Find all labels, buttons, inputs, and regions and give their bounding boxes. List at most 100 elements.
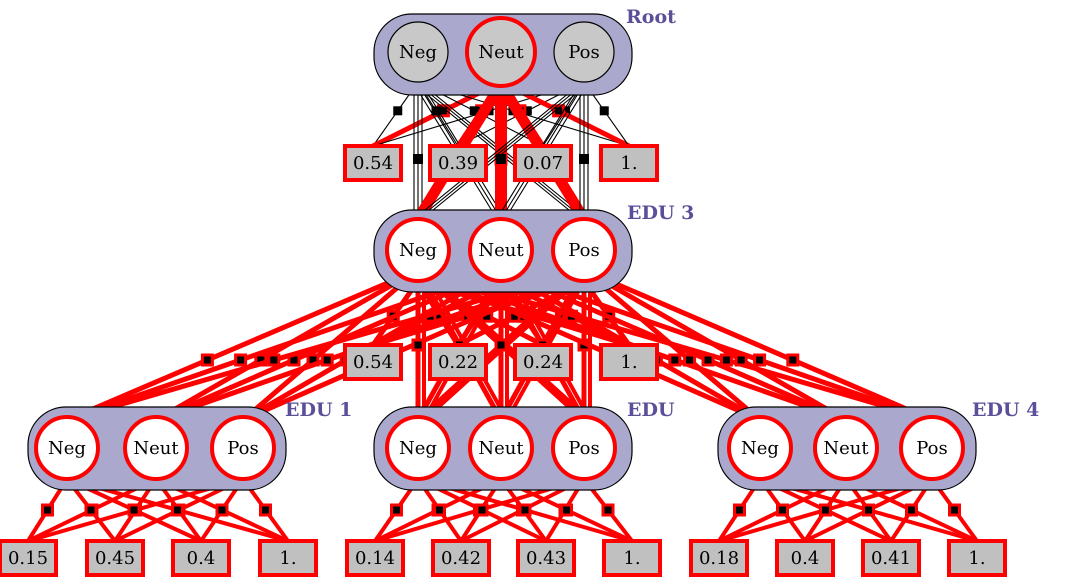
factor-edu2-0-box-3: [518, 503, 532, 517]
factor-root-2-3: [599, 106, 609, 116]
factor-value-root-1: 0.39: [438, 153, 478, 174]
factor-value-edu2-1: 0.42: [441, 548, 481, 569]
node-root-pos: [553, 21, 615, 83]
factor-edu1-0-box-3: [171, 503, 184, 517]
group-label-root: Root: [626, 6, 676, 28]
factor-root-edu3-2-0: [496, 154, 506, 164]
edge-edu3-2-edu4-1: [581, 267, 849, 423]
node-root-neut: [465, 16, 537, 88]
node-edu1-pos: [210, 415, 276, 481]
factor-edu4-0-box-1: [776, 503, 789, 517]
factor-edu1-0-box-1: [84, 503, 98, 517]
factor-edu2-0-box-2: [475, 503, 489, 517]
factor-root-0-0: [393, 106, 403, 116]
factor-value-edu3-2: 0.24: [523, 352, 563, 373]
factor-value-edu4-3: 1.: [968, 548, 985, 569]
factor-value-edu1-0: 0.15: [8, 548, 48, 569]
factor-edu2-2-box-3: [601, 503, 615, 517]
factor-value-root-0: 0.54: [353, 153, 393, 174]
node-edu2-neg: [385, 415, 451, 481]
edge-root-2-edu3-0-0: [413, 83, 581, 220]
factor-box-edu1-1: [85, 539, 145, 577]
factor-value-edu2-2: 0.43: [526, 548, 566, 569]
node-edu1-neg: [34, 415, 100, 481]
node-label-edu2-1: Neut: [478, 438, 524, 459]
node-label-root-2: Pos: [568, 42, 599, 63]
factor-edu3-0-edu4-1: [668, 353, 682, 367]
factor-box-root-1: [428, 144, 488, 182]
node-label-root-0: Neg: [399, 42, 437, 63]
node-label-edu4-1: Neut: [823, 438, 869, 459]
node-edu3-pos: [551, 217, 617, 283]
factor-value-root-2: 0.07: [523, 153, 563, 174]
node-label-edu2-0: Neg: [399, 438, 437, 459]
edge-edu3-2-edu4-2: [581, 267, 935, 423]
node-label-root-1: Neut: [478, 42, 524, 63]
factor-value-edu4-1: 0.4: [791, 548, 820, 569]
factor-box-edu4-2: [861, 539, 921, 577]
factor-value-edu4-0: 0.18: [699, 548, 739, 569]
node-edu2-pos: [551, 415, 617, 481]
factor-edu3-1-edu4-2: [753, 353, 767, 367]
node-edu3-neut: [468, 217, 534, 283]
factor-value-edu3-0: 0.54: [353, 352, 393, 373]
group-label-edu2: EDU: [627, 399, 675, 421]
factor-edu3-2-edu4-1: [734, 353, 748, 367]
node-edu2-neut: [468, 415, 534, 481]
node-label-edu3-1: Neut: [478, 240, 524, 261]
factor-box-edu3-3: [599, 343, 659, 381]
factor-edu3-0-edu2-0: [411, 338, 425, 352]
factor-box-root-2: [513, 144, 573, 182]
factor-box-edu1-2: [171, 539, 231, 577]
factor-edu4-2-box-3: [948, 503, 961, 517]
factor-edu2-0-box-0: [390, 503, 403, 517]
node-label-edu1-0: Neg: [48, 438, 86, 459]
factor-edu3-2-edu4-2: [786, 353, 800, 367]
factor-box-edu2-3: [602, 539, 662, 577]
factor-box-root-0: [343, 144, 403, 182]
factor-box-edu1-0: [0, 539, 58, 577]
factor-box-root-3: [599, 144, 659, 182]
factor-box-edu4-1: [775, 539, 835, 577]
factor-box-edu2-2: [516, 539, 576, 577]
factor-edu3-2-edu4-0: [683, 353, 697, 367]
edge-edu3-0-edu1-0: [64, 267, 421, 423]
factor-edu3-1-edu4-1: [701, 353, 715, 367]
factor-value-edu1-3: 1.: [279, 548, 296, 569]
factor-edu4-1-box-3: [905, 503, 918, 517]
node-root-neg: [387, 21, 449, 83]
factor-value-edu2-0: 0.14: [355, 548, 395, 569]
factor-root-edu3-2-2: [579, 154, 589, 164]
factor-edu4-0-box-2: [819, 503, 832, 517]
node-label-edu4-2: Pos: [916, 438, 947, 459]
factor-box-edu1-3: [258, 539, 318, 577]
edge-edu3-2-edu4-0: [581, 267, 763, 423]
factor-value-edu1-1: 0.45: [95, 548, 135, 569]
factor-box-edu2-0: [345, 539, 405, 577]
factor-edu2-1-box-3: [560, 503, 573, 517]
factor-root-edu3-0-0: [413, 154, 423, 164]
factor-edu3-0-edu1-0: [200, 353, 214, 367]
factor-edu1-2-box-3: [259, 503, 272, 517]
factor-edu3-2-edu2-0: [494, 338, 508, 352]
factor-box-edu3-1: [428, 343, 488, 381]
factor-box-edu2-1: [431, 539, 491, 577]
factor-value-edu2-3: 1.: [623, 548, 640, 569]
node-edu3-neg: [385, 217, 451, 283]
factor-edu3-0-edu4-2: [719, 353, 733, 367]
group-label-edu1: EDU 1: [285, 399, 352, 421]
group-label-edu4: EDU 4: [972, 399, 1039, 421]
factor-edu3-2-edu1-1: [320, 353, 334, 367]
node-edu4-neg: [727, 415, 793, 481]
factor-edu1-1-box-3: [215, 503, 229, 517]
edge-edu3-0-edu4-0: [415, 267, 763, 423]
node-edu4-pos: [899, 415, 965, 481]
node-label-edu3-2: Pos: [568, 240, 599, 261]
edge-edu3-1-edu1-0: [64, 267, 504, 423]
factor-value-edu4-2: 0.41: [871, 548, 911, 569]
factor-edu4-0-box-3: [862, 503, 875, 517]
factor-edu4-0-box-0: [733, 503, 746, 517]
factor-edu2-0-box-1: [433, 503, 446, 517]
